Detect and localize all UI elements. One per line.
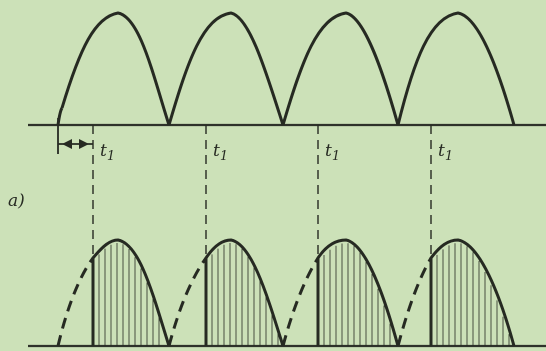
conducting-portion-solid [91, 238, 516, 347]
t1-label: t1 [438, 141, 453, 164]
conduction-hatching [98, 243, 510, 346]
top-sine-arches [56, 11, 516, 126]
panel-label: a) [8, 191, 25, 211]
t1-label: t1 [213, 141, 228, 164]
t1-label: t1 [100, 141, 115, 164]
dimension-arrowhead-left [62, 139, 72, 149]
dimension-arrowhead-right [79, 139, 89, 149]
top-rectified-waveform [28, 11, 546, 127]
t1-label: t1 [325, 141, 340, 164]
bottom-controlled-waveform [28, 238, 546, 348]
delay-dimension-arrow [57, 118, 93, 154]
